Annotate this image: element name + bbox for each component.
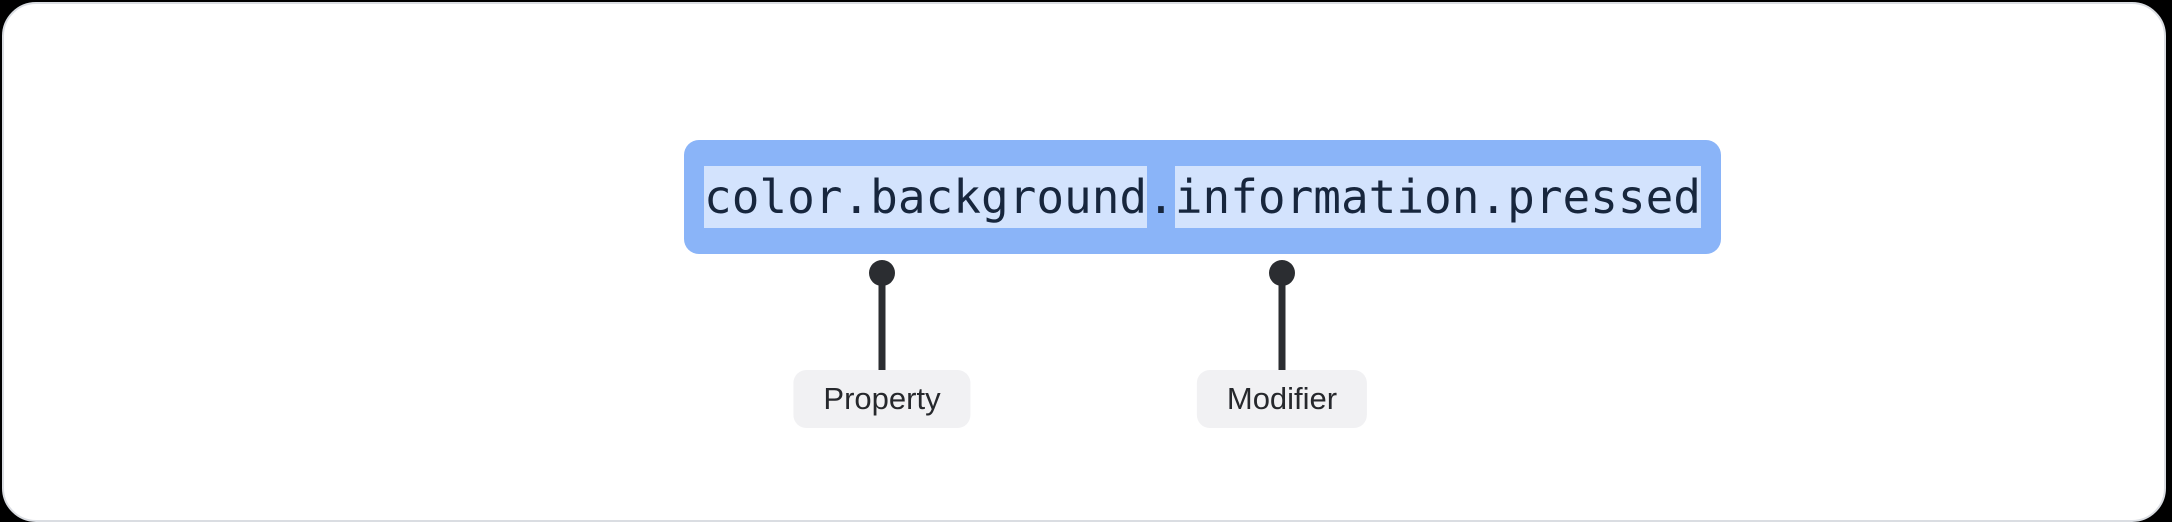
connector-dot-property — [869, 260, 895, 286]
token-segment-property: color.background — [704, 166, 1148, 228]
label-chip-modifier: Modifier — [1196, 370, 1368, 428]
token-segment-modifier: information.pressed — [1174, 166, 1702, 228]
design-token-pill: color.background . information.pressed — [684, 140, 1722, 254]
connector-modifier — [1267, 260, 1297, 370]
label-chip-property: Property — [793, 370, 971, 428]
design-token-text: color.background . information.pressed — [704, 166, 1702, 228]
connector-line-modifier — [1278, 273, 1286, 370]
connector-dot-modifier — [1269, 260, 1295, 286]
connector-property — [867, 260, 897, 370]
label-chip-property-text: Property — [823, 381, 941, 416]
token-segment-separator: . — [1147, 170, 1175, 224]
label-chip-modifier-text: Modifier — [1226, 381, 1338, 416]
connector-line-property — [878, 273, 886, 370]
